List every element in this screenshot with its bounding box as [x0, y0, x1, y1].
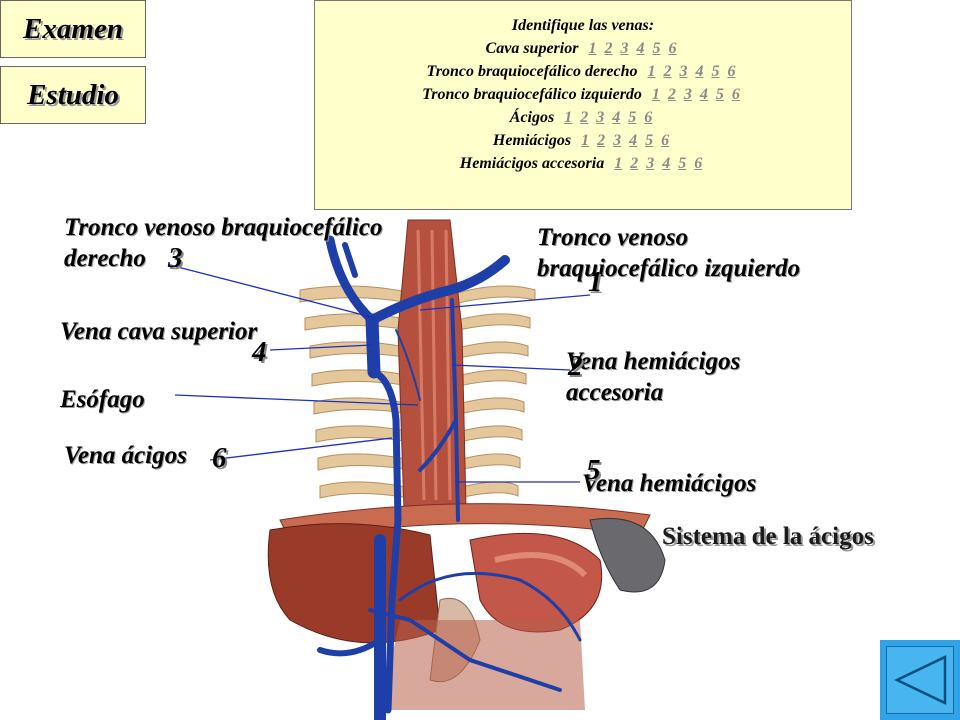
option-2[interactable]: 2 [604, 40, 613, 57]
label-hemiazygos: Vena hemiácigos [582, 470, 757, 497]
label-left-brachiocephalic: Tronco venoso braquiocefálico izquierdo [537, 224, 801, 282]
quiz-row-label: Cava superior [485, 40, 579, 57]
option-1[interactable]: 1 [564, 109, 573, 126]
option-2[interactable]: 2 [580, 109, 589, 126]
triangle-left-icon [894, 655, 947, 705]
option-5[interactable]: 5 [715, 86, 724, 103]
label-accessory-hemiazygos: Vena hemiácigos accesoria [566, 348, 741, 406]
study-button[interactable]: Estudio [0, 66, 146, 124]
option-6[interactable]: 6 [644, 109, 653, 126]
option-3[interactable]: 3 [679, 63, 688, 80]
option-4[interactable]: 4 [699, 86, 708, 103]
quiz-row-label: Hemiácigos [492, 132, 572, 149]
option-4[interactable]: 4 [612, 109, 621, 126]
option-3[interactable]: 3 [683, 86, 692, 103]
marker-1: 1 [588, 266, 603, 298]
option-4[interactable]: 4 [636, 40, 645, 57]
option-5[interactable]: 5 [678, 155, 687, 172]
option-1[interactable]: 1 [651, 86, 660, 103]
option-5[interactable]: 5 [645, 132, 654, 149]
option-2[interactable]: 2 [630, 155, 639, 172]
option-2[interactable]: 2 [663, 63, 672, 80]
option-3[interactable]: 3 [620, 40, 629, 57]
marker-4: 4 [252, 336, 267, 368]
option-6[interactable]: 6 [661, 132, 670, 149]
option-3[interactable]: 3 [613, 132, 622, 149]
pointer-lines [169, 264, 591, 483]
option-6[interactable]: 6 [731, 86, 740, 103]
option-1[interactable]: 1 [647, 63, 656, 80]
exam-button[interactable]: Examen [0, 0, 146, 58]
option-5[interactable]: 5 [628, 109, 637, 126]
option-5[interactable]: 5 [711, 63, 720, 80]
option-3[interactable]: 3 [646, 155, 655, 172]
label-azygos: Vena ácigos [64, 442, 187, 469]
option-1[interactable]: 1 [581, 132, 590, 149]
option-2[interactable]: 2 [597, 132, 606, 149]
marker-3: 3 [168, 242, 183, 274]
option-6[interactable]: 6 [727, 63, 736, 80]
back-button[interactable] [880, 640, 960, 720]
label-right-brachiocephalic: Tronco venoso braquiocefálico derecho [64, 214, 383, 272]
option-4[interactable]: 4 [629, 132, 638, 149]
label-esophagus: Esófago [60, 386, 145, 413]
option-4[interactable]: 4 [695, 63, 704, 80]
option-6[interactable]: 6 [668, 40, 677, 57]
option-1[interactable]: 1 [614, 155, 623, 172]
quiz-title: Identifique las venas: [511, 17, 655, 34]
option-6[interactable]: 6 [694, 155, 703, 172]
quiz-row-label: Hemiácigos accesoria [459, 155, 605, 172]
veins [317, 235, 582, 720]
marker-6: 6 [212, 442, 227, 474]
option-2[interactable]: 2 [667, 86, 676, 103]
quiz-row-label: Tronco braquiocefálico izquierdo [422, 86, 642, 103]
label-superior-vena-cava: Vena cava superior [60, 318, 258, 345]
option-3[interactable]: 3 [596, 109, 605, 126]
stomach [469, 532, 603, 633]
spleen [589, 517, 666, 593]
marker-2: 2 [568, 350, 583, 382]
option-5[interactable]: 5 [652, 40, 661, 57]
back-button-face [886, 646, 954, 714]
system-title: Sistema de la ácigos [662, 523, 874, 550]
quiz-row-label: Tronco braquiocefálico derecho [426, 63, 638, 80]
option-4[interactable]: 4 [662, 155, 671, 172]
option-1[interactable]: 1 [588, 40, 597, 57]
marker-5: 5 [586, 454, 601, 486]
quiz-row-label: Ácigos [509, 109, 555, 126]
